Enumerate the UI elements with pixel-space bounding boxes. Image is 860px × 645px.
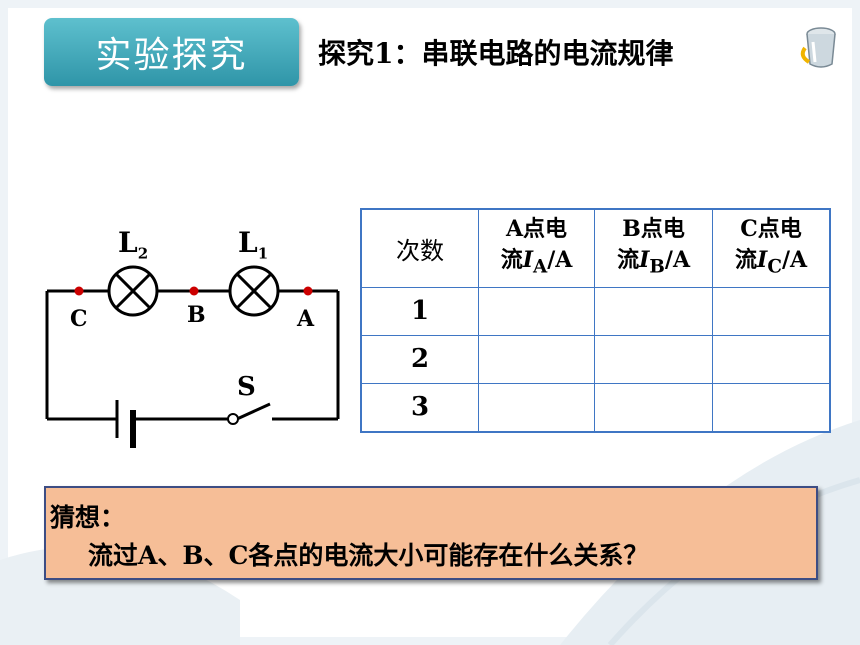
cell-current-b[interactable]	[594, 334, 714, 384]
point-a-dot	[303, 286, 313, 296]
row-number: 3	[360, 382, 479, 433]
cup-icon	[800, 27, 836, 68]
cell-current-b[interactable]	[594, 382, 714, 433]
hypothesis-box: 猜想： 流过A、B、C各点的电流大小可能存在什么关系？	[44, 486, 818, 580]
cell-current-c[interactable]	[712, 334, 831, 384]
table-row: 3	[360, 382, 831, 433]
point-c-label: C	[70, 306, 88, 332]
circuit-diagram	[45, 265, 340, 448]
measurement-table: 次数 A点电 流IA/A B点电 流IB/A C点电 流IC/A 1 2 3	[360, 208, 831, 433]
switch-label: S	[237, 372, 256, 402]
point-a-label: A	[297, 306, 315, 332]
cell-current-a[interactable]	[477, 286, 596, 336]
point-c-dot	[74, 286, 84, 296]
header-current-c: C点电 流IC/A	[712, 208, 831, 288]
header-count: 次数	[360, 208, 479, 288]
page-title: 探究1：串联电路的电流规律	[318, 37, 674, 70]
header-current-a: A点电 流IA/A	[477, 208, 596, 288]
table-row: 1	[360, 286, 831, 336]
point-b-label: B	[187, 302, 206, 328]
hypothesis-heading: 猜想：	[50, 503, 126, 532]
row-number: 2	[360, 334, 479, 384]
cell-current-c[interactable]	[712, 382, 831, 433]
point-b-dot	[189, 286, 199, 296]
section-badge: 实验探究	[44, 18, 299, 86]
cell-current-a[interactable]	[477, 382, 596, 433]
header-current-b: B点电 流IB/A	[594, 208, 714, 288]
cell-current-c[interactable]	[712, 286, 831, 336]
cell-current-b[interactable]	[594, 286, 714, 336]
switch-pivot	[227, 413, 239, 425]
hypothesis-question: 流过A、B、C各点的电流大小可能存在什么关系？	[88, 541, 649, 570]
lamp-l2-label: L2	[118, 226, 149, 263]
cell-current-a[interactable]	[477, 334, 596, 384]
table-row: 2	[360, 334, 831, 384]
lamp-l1-label: L1	[238, 226, 269, 263]
row-number: 1	[360, 286, 479, 336]
